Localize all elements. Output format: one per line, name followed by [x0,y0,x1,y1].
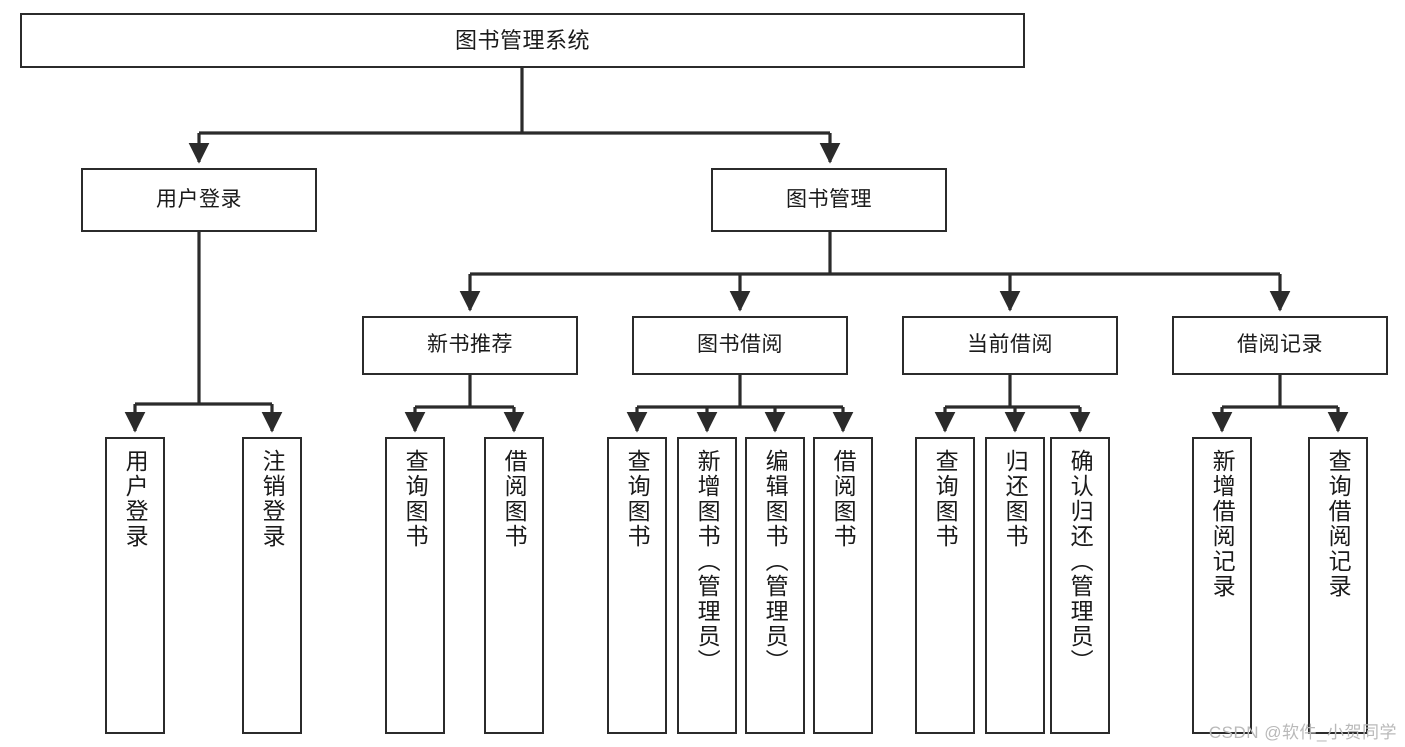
node-current-borrow[interactable]: 当前借阅 [902,316,1118,375]
node-leaf-confirm-return[interactable]: 确认归还（管理员） [1050,437,1110,734]
node-leaf-borrow-book-2-label: 借阅图书 [830,449,857,549]
node-leaf-query-record-label: 查询借阅记录 [1325,449,1352,599]
node-leaf-query-book-2-label: 查询图书 [624,449,651,549]
node-leaf-add-book[interactable]: 新增图书（管理员） [677,437,737,734]
node-leaf-add-record[interactable]: 新增借阅记录 [1192,437,1252,734]
node-leaf-edit-book-label: 编辑图书（管理员） [762,449,789,674]
node-user-login[interactable]: 用户登录 [81,168,317,232]
node-book-borrow-label: 图书借阅 [697,333,783,357]
node-borrow-record-label: 借阅记录 [1237,333,1323,357]
node-leaf-query-book-1-label: 查询图书 [402,449,429,549]
node-new-book-recommend[interactable]: 新书推荐 [362,316,578,375]
node-leaf-add-record-label: 新增借阅记录 [1209,449,1236,599]
node-root-label: 图书管理系统 [454,27,590,53]
node-user-login-label: 用户登录 [156,187,242,211]
node-leaf-borrow-book-2[interactable]: 借阅图书 [813,437,873,734]
node-root[interactable]: 图书管理系统 [20,13,1025,68]
node-leaf-borrow-book-1-label: 借阅图书 [501,449,528,549]
watermark: CSDN @软件_小贺同学 [1208,723,1397,742]
node-leaf-query-book-3-label: 查询图书 [932,449,959,549]
node-leaf-query-book-1[interactable]: 查询图书 [385,437,445,734]
node-book-borrow[interactable]: 图书借阅 [632,316,848,375]
node-leaf-return-book[interactable]: 归还图书 [985,437,1045,734]
node-leaf-user-login[interactable]: 用户登录 [105,437,165,734]
node-book-manage-label: 图书管理 [786,187,872,211]
node-leaf-user-logout-label: 注销登录 [259,449,286,549]
node-leaf-query-record[interactable]: 查询借阅记录 [1308,437,1368,734]
node-leaf-query-book-2[interactable]: 查询图书 [607,437,667,734]
node-leaf-borrow-book-1[interactable]: 借阅图书 [484,437,544,734]
node-leaf-edit-book[interactable]: 编辑图书（管理员） [745,437,805,734]
node-leaf-return-book-label: 归还图书 [1002,449,1029,549]
node-new-book-recommend-label: 新书推荐 [427,333,513,357]
node-current-borrow-label: 当前借阅 [967,333,1053,357]
node-leaf-query-book-3[interactable]: 查询图书 [915,437,975,734]
node-leaf-confirm-return-label: 确认归还（管理员） [1067,449,1094,674]
node-book-manage[interactable]: 图书管理 [711,168,947,232]
node-leaf-user-logout[interactable]: 注销登录 [242,437,302,734]
node-leaf-user-login-label: 用户登录 [122,449,149,549]
node-borrow-record[interactable]: 借阅记录 [1172,316,1388,375]
node-leaf-add-book-label: 新增图书（管理员） [694,449,721,674]
